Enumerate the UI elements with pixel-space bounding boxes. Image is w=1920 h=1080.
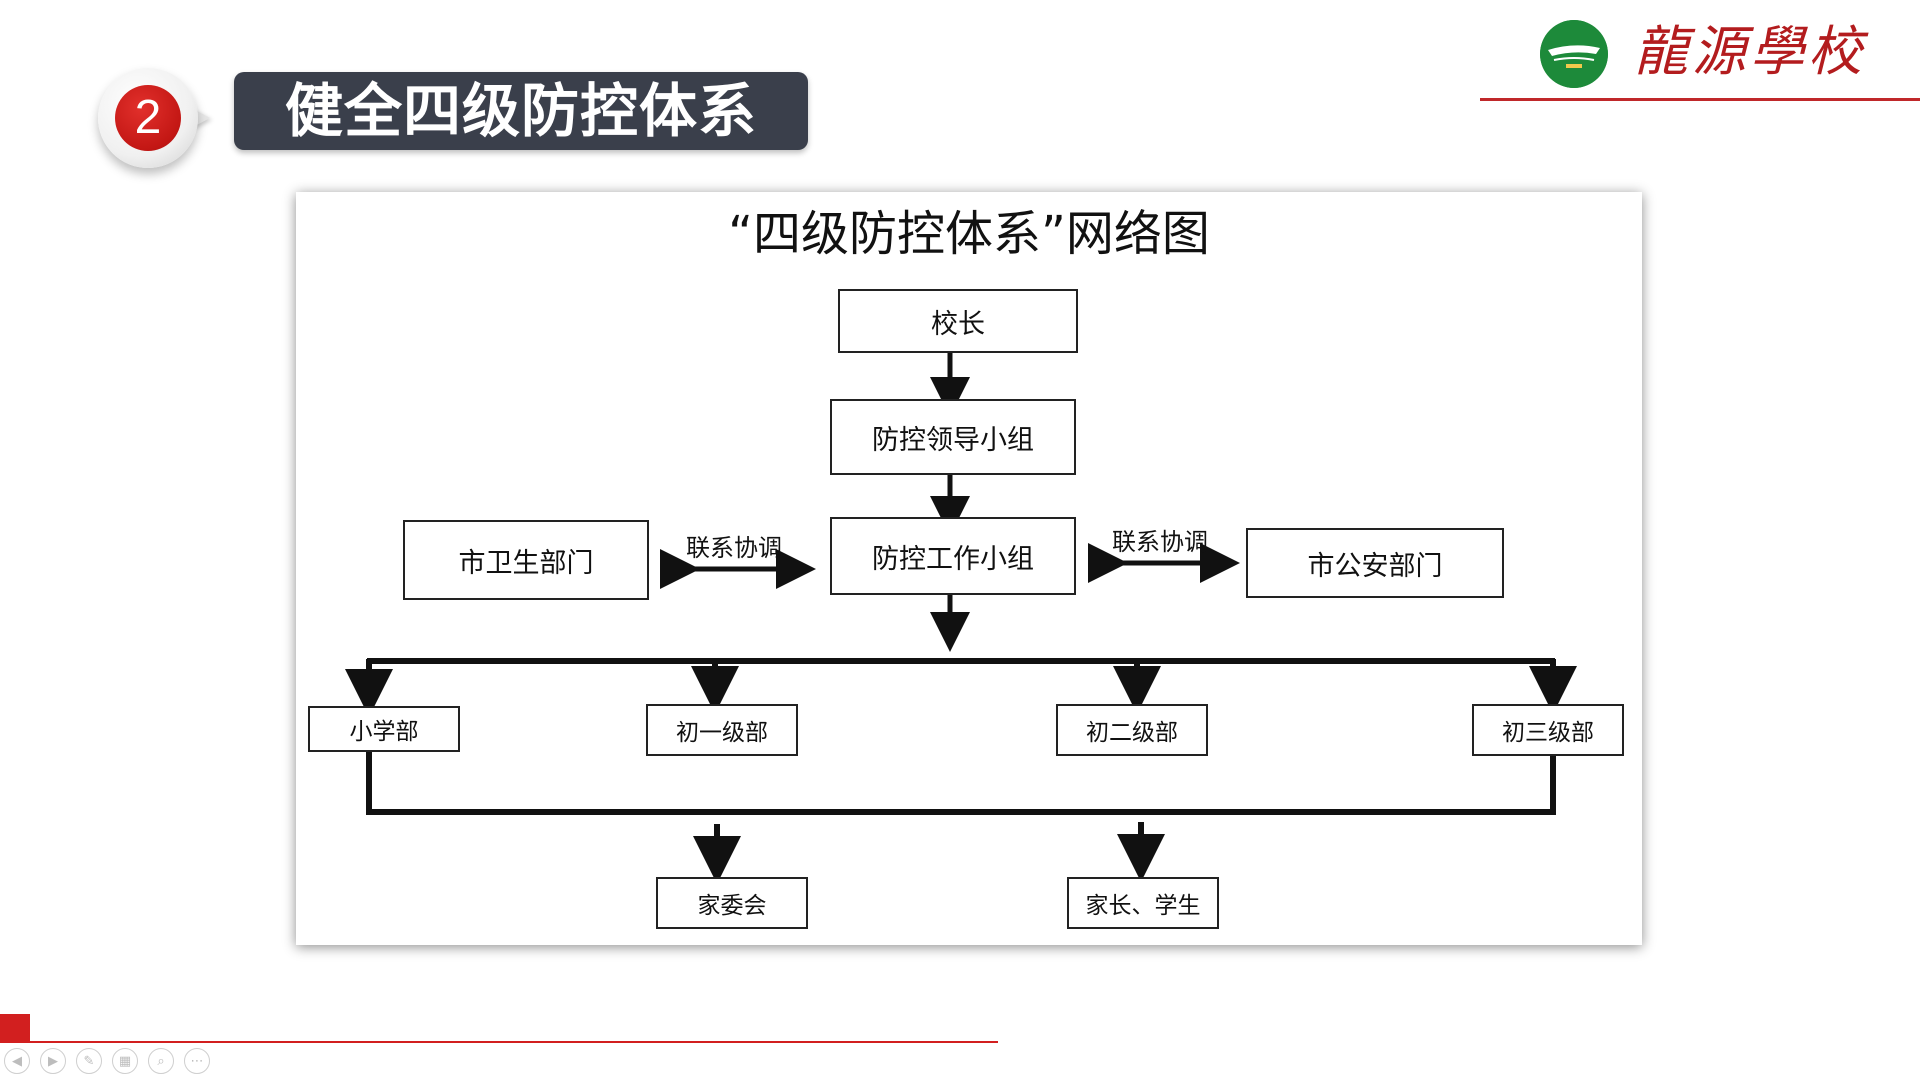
diagram-title: “四级防控体系”网络图	[728, 206, 1210, 262]
node-police-dept: 市公安部门	[1246, 528, 1504, 598]
school-emblem-icon	[1540, 20, 1608, 88]
prev-icon[interactable]: ◀	[4, 1048, 30, 1074]
label-right-coordination: 联系协调	[1112, 528, 1208, 556]
node-health-dept: 市卫生部门	[403, 520, 649, 600]
footer-accent-block	[0, 1014, 30, 1042]
slides-icon[interactable]: ▦	[112, 1048, 138, 1074]
footer-divider	[0, 1041, 998, 1043]
more-icon[interactable]: ⋯	[184, 1048, 210, 1074]
node-grade-9: 初三级部	[1472, 704, 1624, 756]
header-divider	[1480, 98, 1920, 101]
node-leadership-group: 防控领导小组	[830, 399, 1076, 475]
node-grade-8: 初二级部	[1056, 704, 1208, 756]
next-icon[interactable]: ▶	[40, 1048, 66, 1074]
slideshow-nav: ◀ ▶ ✎ ▦ ⌕ ⋯	[4, 1048, 210, 1074]
org-diagram: “四级防控体系”网络图	[296, 192, 1642, 945]
node-working-group: 防控工作小组	[830, 517, 1076, 595]
node-principal: 校长	[838, 289, 1078, 353]
diagram-connectors	[345, 352, 1577, 884]
node-parents-students: 家长、学生	[1067, 877, 1219, 929]
node-parents-committee: 家委会	[656, 877, 808, 929]
section-badge: 2	[98, 68, 220, 168]
node-grade-7: 初一级部	[646, 704, 798, 756]
school-logo-text: 龍源學校	[1634, 20, 1866, 83]
pen-icon[interactable]: ✎	[76, 1048, 102, 1074]
zoom-icon[interactable]: ⌕	[148, 1048, 174, 1074]
node-primary-school: 小学部	[308, 706, 460, 752]
page-title: 健全四级防控体系	[234, 72, 808, 150]
label-left-coordination: 联系协调	[686, 534, 782, 562]
section-number: 2	[115, 85, 181, 151]
